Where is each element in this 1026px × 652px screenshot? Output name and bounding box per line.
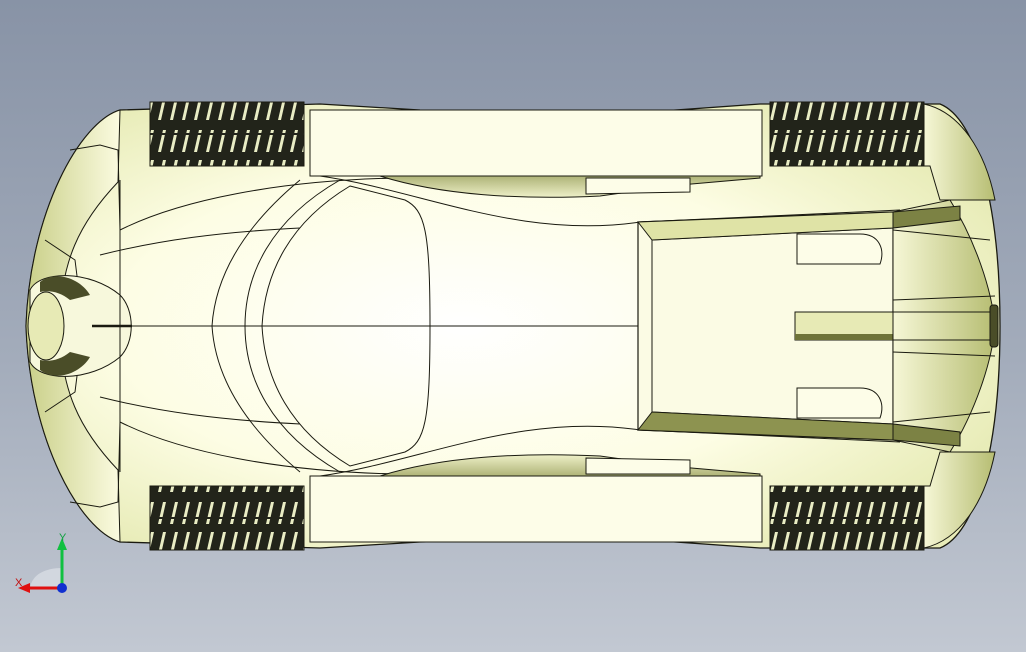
rear-fender-top bbox=[923, 103, 996, 201]
wheel-front-right bbox=[149, 485, 305, 551]
front-splitter bbox=[44, 144, 121, 508]
rear-diffuser-top bbox=[892, 205, 961, 229]
cockpit-glass bbox=[261, 185, 431, 467]
y-axis-label: Y bbox=[59, 532, 67, 544]
side-pod-bottom bbox=[379, 454, 761, 483]
side-contour bbox=[319, 175, 901, 477]
canopy-outline bbox=[211, 179, 301, 473]
y-axis-arrow bbox=[57, 538, 67, 550]
rear-diffuser-bottom bbox=[892, 423, 961, 447]
x-axis-arrow bbox=[18, 583, 30, 593]
front-intake-shadow bbox=[40, 276, 90, 376]
wheel-front-left bbox=[149, 101, 305, 167]
rear-vent-lower bbox=[796, 387, 883, 419]
x-axis-label: X bbox=[15, 577, 23, 589]
rear-tail-lines bbox=[892, 229, 996, 423]
rear-exhaust bbox=[989, 304, 999, 348]
side-pod-top bbox=[379, 169, 761, 198]
side-skirt-top bbox=[309, 109, 763, 177]
front-intake-opening bbox=[27, 291, 65, 361]
windscreen-frame bbox=[244, 179, 341, 473]
triad-shadow-arc bbox=[30, 568, 62, 588]
rear-vent-upper bbox=[796, 233, 883, 265]
mirror-bottom bbox=[585, 457, 691, 475]
rear-fender-bottom bbox=[923, 451, 996, 549]
side-skirt-bottom bbox=[309, 475, 763, 543]
rear-fin-shade bbox=[795, 334, 893, 340]
axis-triad[interactable] bbox=[10, 528, 80, 598]
hood-lines bbox=[99, 177, 401, 475]
z-axis-dot bbox=[57, 583, 67, 593]
wheel-rear-right bbox=[769, 485, 925, 551]
mirror-top bbox=[585, 177, 691, 195]
wheel-rear-left bbox=[769, 101, 925, 167]
